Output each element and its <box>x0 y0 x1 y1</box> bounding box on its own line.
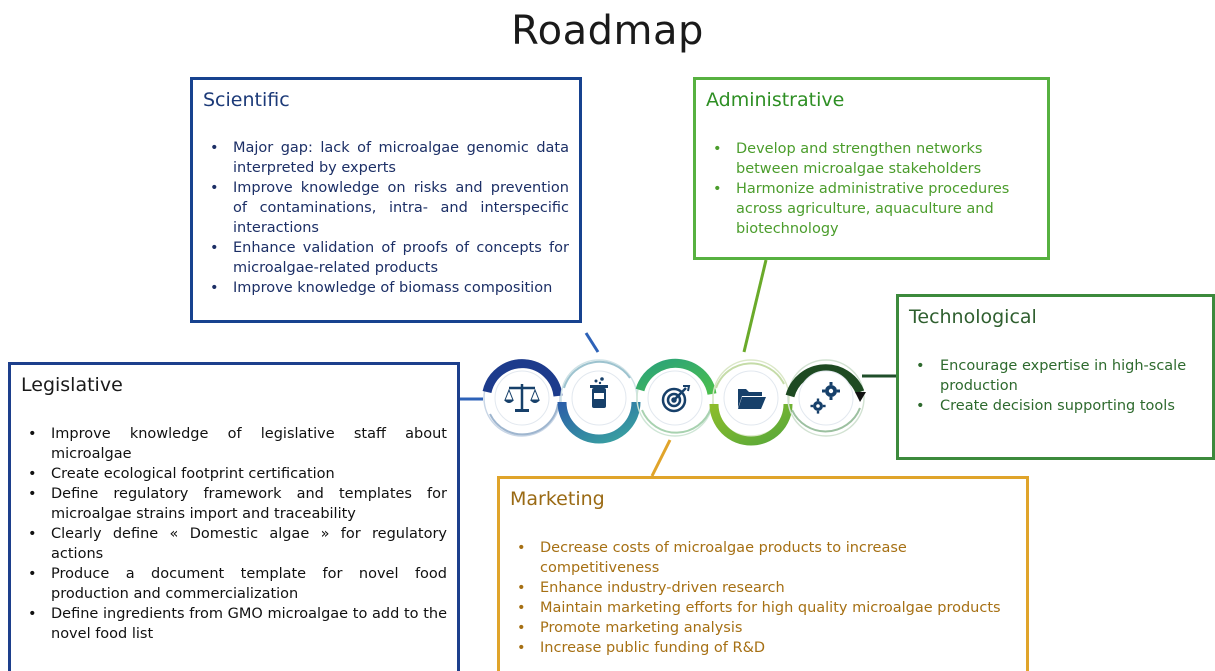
list-item: Encourage expertise in high-scale produc… <box>909 356 1202 396</box>
list-item: Produce a document template for novel fo… <box>21 564 447 604</box>
gears-icon <box>810 382 840 414</box>
list-item: Create ecological footprint certificatio… <box>21 464 447 484</box>
technological-heading: Technological <box>909 306 1037 328</box>
list-item: Define regulatory framework and template… <box>21 484 447 524</box>
marketing-list: Decrease costs of microalgae products to… <box>510 538 1016 658</box>
list-item: Develop and strengthen networks between … <box>706 139 1037 179</box>
list-item: Enhance validation of proofs of concepts… <box>203 238 569 278</box>
legislative-heading: Legislative <box>21 374 123 396</box>
administrative-box: Administrative Develop and strengthen ne… <box>693 77 1050 260</box>
list-item: Define ingredients from GMO microalgae t… <box>21 604 447 644</box>
administrative-heading: Administrative <box>706 89 845 111</box>
legislative-list: Improve knowledge of legislative staff a… <box>21 424 447 644</box>
list-item: Create decision supporting tools <box>909 396 1202 416</box>
list-item: Enhance industry-driven research <box>510 578 1016 598</box>
connector-scientific <box>584 332 600 353</box>
marketing-box: Marketing Decrease costs of microalgae p… <box>497 476 1029 671</box>
scientific-box: Scientific Major gap: lack of microalgae… <box>190 77 582 323</box>
list-item: Maintain marketing efforts for high qual… <box>510 598 1016 618</box>
list-item: Clearly define « Domestic algae » for re… <box>21 524 447 564</box>
list-item: Harmonize administrative procedures acro… <box>706 179 1037 239</box>
technological-list: Encourage expertise in high-scale produc… <box>909 356 1202 416</box>
folder-icon-ring <box>709 359 793 446</box>
target-icon <box>661 385 691 413</box>
connector-marketing <box>650 439 672 477</box>
marketing-heading: Marketing <box>510 488 605 510</box>
connector-administrative <box>742 259 768 353</box>
page-title: Roadmap <box>511 8 704 54</box>
administrative-list: Develop and strengthen networks between … <box>706 139 1037 239</box>
scientific-heading: Scientific <box>203 89 290 111</box>
list-item: Improve knowledge on risks and preventio… <box>203 178 569 238</box>
gears-icon-ring <box>785 359 866 437</box>
scales-icon <box>504 384 540 412</box>
list-item: Promote marketing analysis <box>510 618 1016 638</box>
list-item: Increase public funding of R&D <box>510 638 1016 658</box>
scientific-list: Major gap: lack of microalgae genomic da… <box>203 138 569 298</box>
list-item: Decrease costs of microalgae products to… <box>510 538 1016 578</box>
technological-box: Technological Encourage expertise in hig… <box>896 294 1215 460</box>
list-item: Improve knowledge of legislative staff a… <box>21 424 447 464</box>
flask-icon-ring <box>557 359 641 444</box>
list-item: Improve knowledge of biomass composition <box>203 278 569 298</box>
flask-icon <box>590 377 608 408</box>
list-item: Major gap: lack of microalgae genomic da… <box>203 138 569 178</box>
folder-icon <box>738 389 766 409</box>
scales-icon-ring <box>482 359 563 437</box>
target-icon-ring <box>635 358 717 437</box>
legislative-box: Legislative Improve knowledge of legisla… <box>8 362 460 671</box>
